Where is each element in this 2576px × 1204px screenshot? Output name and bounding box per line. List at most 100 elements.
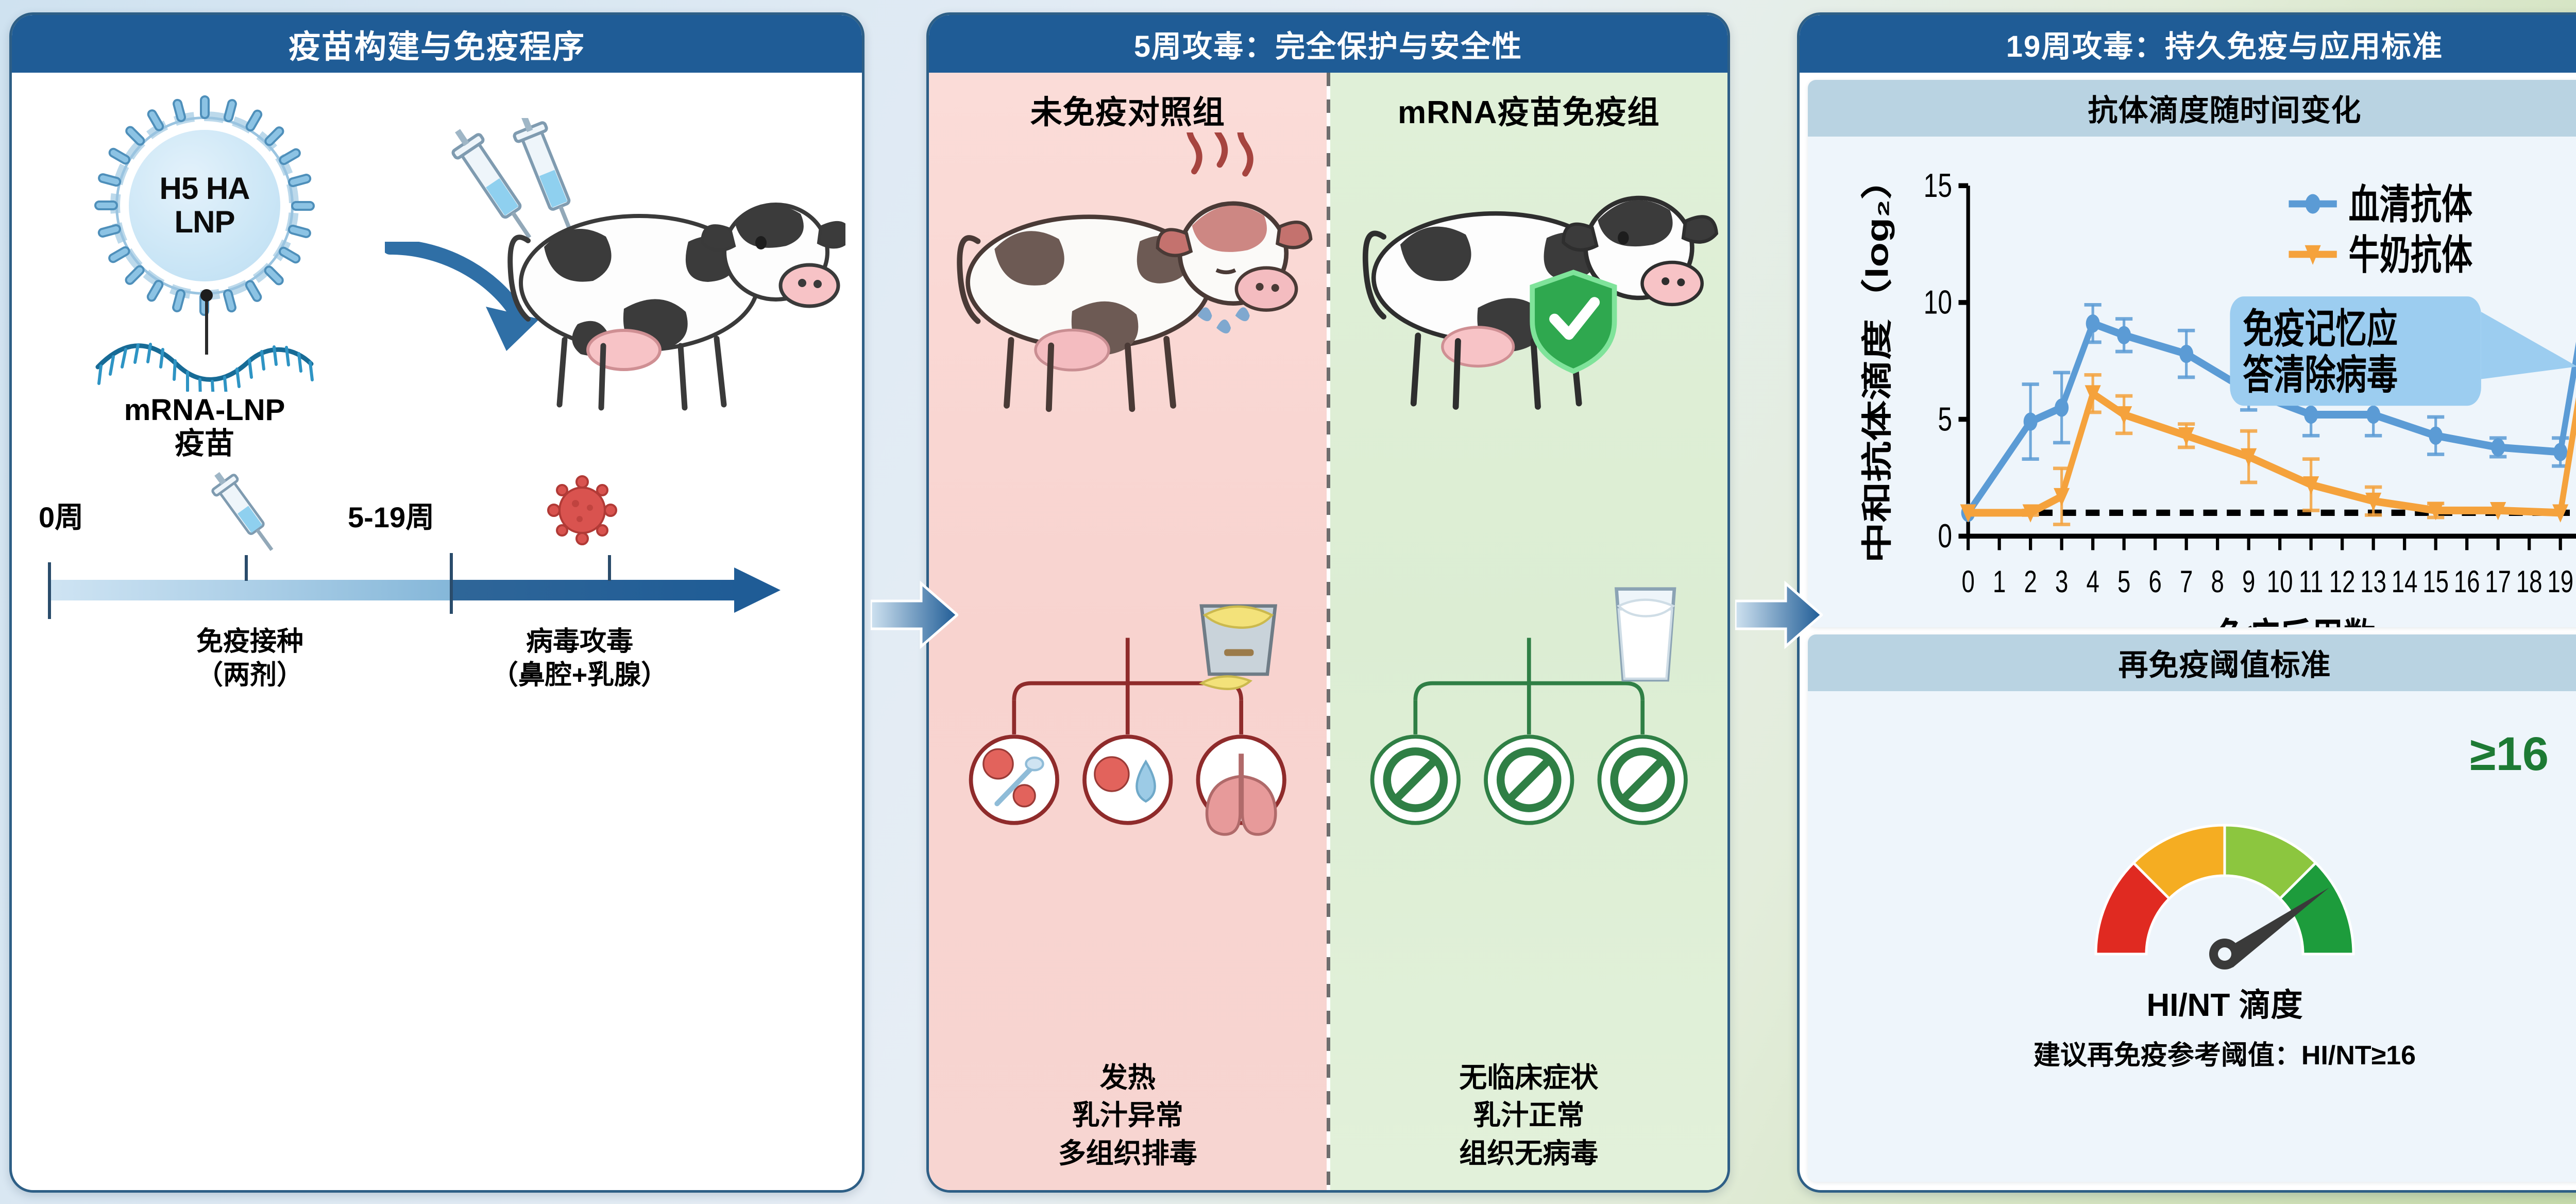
data-point <box>2553 443 2568 461</box>
timeline-phase1-line1: 免疫接种 <box>196 627 303 657</box>
panel-vaccine-construction: 疫苗构建与免疫程序 H5 HA LNP <box>9 12 865 1193</box>
data-point <box>2552 504 2569 523</box>
x-tick-label: 6 <box>2148 565 2161 599</box>
shedding-icon-milk-drop <box>1082 734 1173 825</box>
no-virus-icon-3 <box>1597 734 1688 825</box>
chart-card-title: 抗体滴度随时间变化 <box>1808 80 2576 137</box>
lnp-label-h5ha: H5 HA <box>159 171 250 206</box>
data-point <box>2022 504 2039 523</box>
data-point <box>2023 412 2038 431</box>
data-point <box>2178 427 2195 446</box>
pointer-stem <box>200 289 213 355</box>
timeline-phase1-bar <box>48 580 450 600</box>
gauge-axis-caption: HI/NT 滴度 <box>2146 987 2303 1023</box>
data-point <box>2241 448 2257 467</box>
normal-milk-glass-icon <box>1614 587 1676 682</box>
panel-5week-challenge: 5周攻毒：完全保护与安全性 未免疫对照组 <box>926 12 1730 1193</box>
timeline-tick-19w <box>608 555 611 581</box>
data-point <box>2179 344 2194 363</box>
mrna-strand-icon <box>95 343 314 392</box>
chart-annotation-line: 答清除病毒 <box>2243 353 2398 398</box>
x-tick-label: 16 <box>2454 565 2480 599</box>
legend-label: 牛奶抗体 <box>2349 232 2473 278</box>
lnp-core-label: H5 HA LNP <box>129 130 280 282</box>
x-tick-label: 5 <box>2117 565 2130 599</box>
timeline-tick-0 <box>48 562 51 619</box>
flow-arrow-middle-to-right <box>1735 580 1823 649</box>
syringe-pair-icon <box>451 118 574 239</box>
vaccinated-tree-svg <box>1370 587 1688 825</box>
data-point <box>2428 502 2444 521</box>
timeline-tick-dose <box>245 555 248 581</box>
y-tick-label: 5 <box>1938 400 1952 438</box>
group-divider <box>1326 73 1330 1190</box>
x-tick-label: 2 <box>2024 565 2037 599</box>
timeline-label-mid: 5-19周 <box>348 501 435 533</box>
sick-cow-illustration <box>957 104 1313 412</box>
data-point <box>2086 314 2100 333</box>
data-point <box>2490 502 2506 521</box>
no-virus-icon-2 <box>1483 734 1574 825</box>
lnp-block: H5 HA LNP <box>24 85 385 461</box>
y-axis-title: 中和抗体滴度（log₂） <box>1860 159 1895 563</box>
gauge-card-body: ≥16 HI/NT 滴度 建议再免疫参考阈值：HI/NT≥16 <box>1808 691 2576 1182</box>
control-findings: 发热 乳汁异常 多组织排毒 <box>1058 1059 1197 1190</box>
control-finding-2: 乳汁异常 <box>1072 1100 1183 1131</box>
timeline-top-row: 0周 5-19周 <box>39 469 835 566</box>
control-group-column: 未免疫对照组 <box>929 73 1327 1190</box>
x-tick-label: 15 <box>2422 565 2449 599</box>
x-tick-label: 19 <box>2547 565 2573 599</box>
x-tick-label: 14 <box>2392 565 2418 599</box>
gauge-wrapper: ≥16 HI/NT 滴度 建议再免疫参考阈值：HI/NT≥16 <box>1808 691 2576 1182</box>
vaccinated-group-label: mRNA疫苗免疫组 <box>1398 95 1660 130</box>
vaccinated-cow-scene <box>1330 132 1728 421</box>
timeline-axis <box>39 553 835 619</box>
shedding-icon-lungs <box>1196 734 1286 836</box>
x-tick-label: 10 <box>2267 565 2293 599</box>
timeline-phase2-bar <box>450 580 738 600</box>
x-tick-label: 1 <box>1993 565 2006 599</box>
x-tick-label: 9 <box>2242 565 2255 599</box>
timeline-phase1-line2: （两剂） <box>196 660 303 690</box>
chart-annotation-line: 免疫记忆应 <box>2243 306 2398 352</box>
timeline-syringe-icon <box>211 472 274 551</box>
x-tick-label: 12 <box>2329 565 2355 599</box>
no-virus-icon-1 <box>1370 734 1461 825</box>
panel-left-title: 疫苗构建与免疫程序 <box>12 15 862 73</box>
cow-illustration-block <box>385 77 850 469</box>
timeline-phase2-caption: 病毒攻毒 （鼻腔+乳腺） <box>446 625 714 692</box>
x-tick-label: 18 <box>2516 565 2543 599</box>
data-point <box>2303 476 2319 495</box>
x-tick-label: 17 <box>2485 565 2511 599</box>
y-tick-label: 0 <box>1938 517 1952 555</box>
vaccinated-finding-2: 乳汁正常 <box>1473 1100 1585 1131</box>
revaccination-threshold-card: 再免疫阈值标准 ≥16 HI/NT 滴度 建议再免疫参考阈值：HI/NT≥16 <box>1808 634 2576 1182</box>
antibody-titer-line-chart: 0510150123456789101112131415161718192021… <box>1860 159 2576 627</box>
gauge-hub-center <box>2218 947 2231 961</box>
timeline-phase2-line2: （鼻腔+乳腺） <box>491 660 668 690</box>
vaccinated-findings: 无临床症状 乳汁正常 组织无病毒 <box>1459 1059 1598 1190</box>
data-point <box>2116 406 2132 425</box>
data-point <box>2117 326 2131 345</box>
data-point <box>2055 398 2069 417</box>
data-point <box>2304 405 2318 424</box>
control-group-label: 未免疫对照组 <box>1030 95 1225 130</box>
fever-waves-icon <box>1186 104 1253 177</box>
vaccinated-finding-1: 无临床症状 <box>1459 1062 1599 1093</box>
x-tick-label: 4 <box>2086 565 2099 599</box>
x-tick-label: 3 <box>2055 565 2068 599</box>
timeline-phase2-line1: 病毒攻毒 <box>526 627 633 657</box>
virus-particle-icon <box>547 475 617 545</box>
vaccinated-finding-3: 组织无病毒 <box>1459 1138 1599 1169</box>
vaccinated-group-column: mRNA疫苗免疫组 <box>1330 73 1728 1190</box>
control-tree-svg <box>969 604 1286 836</box>
x-tick-label: 7 <box>2180 565 2193 599</box>
panel-left-body: H5 HA LNP <box>12 73 862 1190</box>
x-axis-title: 免疫后周数 <box>2215 616 2376 627</box>
panel-mid-body: 未免疫对照组 <box>929 73 1727 1190</box>
timeline-arrowhead <box>734 567 781 613</box>
abnormal-milk-bucket-icon <box>1198 604 1278 690</box>
